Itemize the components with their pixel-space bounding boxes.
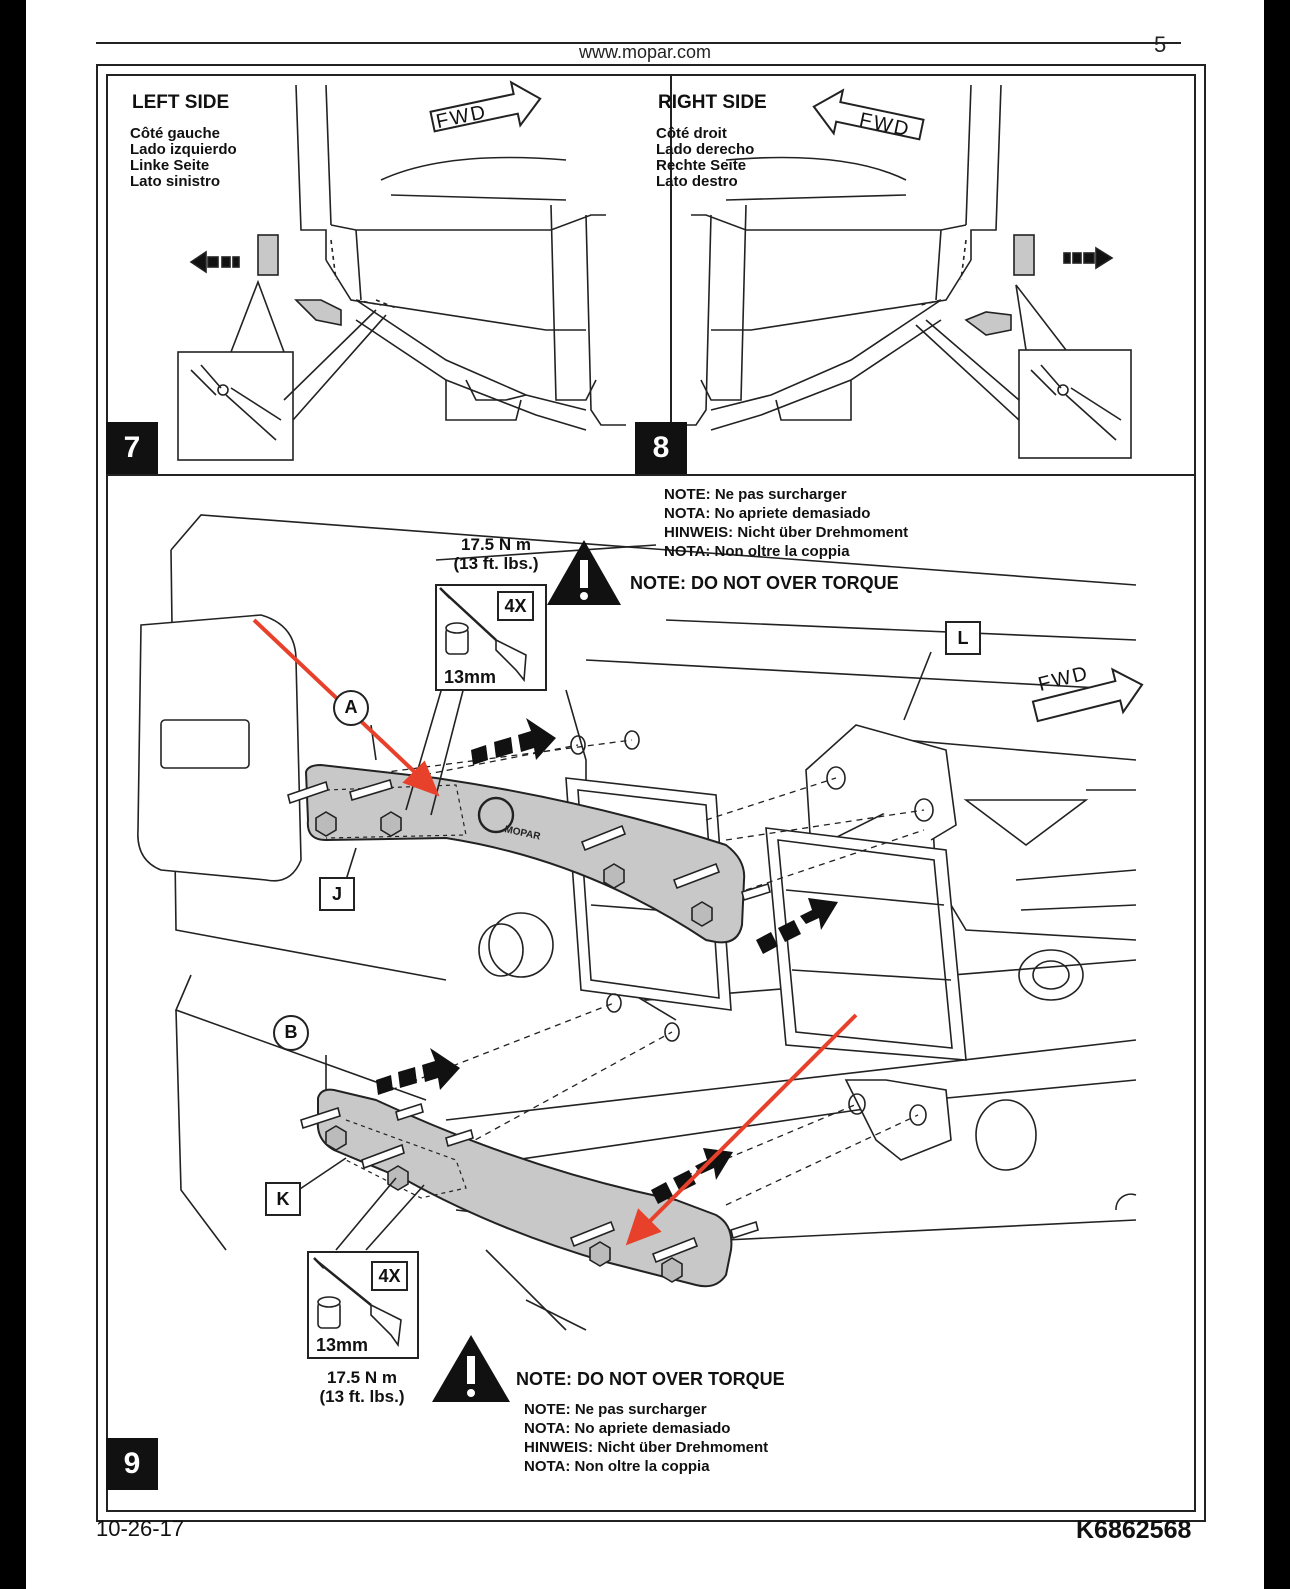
lower-note-translations: NOTE: Ne pas surcharger NOTA: No apriete…: [524, 1400, 768, 1476]
translation-es: Lado derecho: [656, 141, 755, 158]
lower-torque-spec: 17.5 N m (13 ft. lbs.): [302, 1368, 422, 1406]
step-8-badge: 8: [635, 422, 687, 474]
note-it: NOTA: Non oltre la coppia: [664, 543, 850, 560]
footer-date: 10-26-17: [96, 1516, 185, 1541]
note-es: NOTA: No apriete demasiado: [664, 505, 871, 522]
torque-nm: 17.5 N m: [327, 1368, 397, 1387]
note-fr: NOTE: Ne pas surcharger: [524, 1401, 707, 1418]
step-7-badge: 7: [106, 422, 158, 474]
callout-k: K: [276, 1189, 290, 1209]
illustration-layer: MOPAR: [137, 80, 1144, 1402]
note-de: HINWEIS: Nicht über Drehmoment: [664, 524, 909, 541]
upper-note-translations: NOTE: Ne pas surcharger NOTA: No apriete…: [664, 485, 908, 561]
upper-warning: NOTE: DO NOT OVER TORQUE: [630, 573, 899, 593]
header-rule: [96, 42, 1181, 44]
translation-it: Lato destro: [656, 173, 738, 190]
upper-torque-spec: 17.5 N m (13 ft. lbs.): [436, 535, 556, 573]
torque-ft: (13 ft. lbs.): [453, 554, 539, 573]
note-de: HINWEIS: Nicht über Drehmoment: [524, 1439, 769, 1456]
instruction-page: www.mopar.com 5: [26, 0, 1264, 1589]
panel-divider-horizontal: [106, 474, 1196, 476]
outer-frame: [96, 64, 1206, 1522]
lower-quantity: 4X: [378, 1266, 401, 1286]
upper-socket-size: 13mm: [443, 667, 497, 687]
callout-a: A: [344, 697, 358, 717]
upper-quantity: 4X: [504, 596, 527, 616]
callout-l: L: [957, 628, 969, 648]
page-number: 5: [1154, 32, 1167, 57]
translation-de: Rechte Seite: [656, 157, 747, 174]
inner-frame: [106, 74, 1196, 1512]
torque-ft: (13 ft. lbs.): [319, 1387, 405, 1406]
left-side-translations: Côté gauche Lado izquierdo Linke Seite L…: [130, 126, 237, 190]
panel-divider-vertical: [670, 74, 672, 474]
translation-de: Linke Seite: [130, 157, 210, 174]
right-side-title: RIGHT SIDE: [658, 92, 767, 113]
torque-nm: 17.5 N m: [461, 535, 531, 554]
header-url: www.mopar.com: [578, 42, 712, 62]
translation-es: Lado izquierdo: [130, 141, 237, 158]
footer-part-number: K6862568: [1076, 1516, 1192, 1544]
note-it: NOTA: Non oltre la coppia: [524, 1458, 710, 1475]
note-fr: NOTE: Ne pas surcharger: [664, 486, 847, 503]
lower-warning: NOTE: DO NOT OVER TORQUE: [516, 1369, 785, 1389]
left-side-title: LEFT SIDE: [132, 92, 230, 113]
callout-b: B: [284, 1022, 298, 1042]
step-9-badge: 9: [106, 1438, 158, 1490]
note-es: NOTA: No apriete demasiado: [524, 1420, 731, 1437]
translation-it: Lato sinistro: [130, 173, 221, 190]
translation-fr: Côté gauche: [130, 125, 221, 142]
lower-socket-size: 13mm: [315, 1335, 369, 1355]
right-side-translations: Côté droit Lado derecho Rechte Seite Lat…: [656, 126, 754, 190]
translation-fr: Côté droit: [656, 125, 727, 142]
callout-j: J: [331, 884, 342, 904]
